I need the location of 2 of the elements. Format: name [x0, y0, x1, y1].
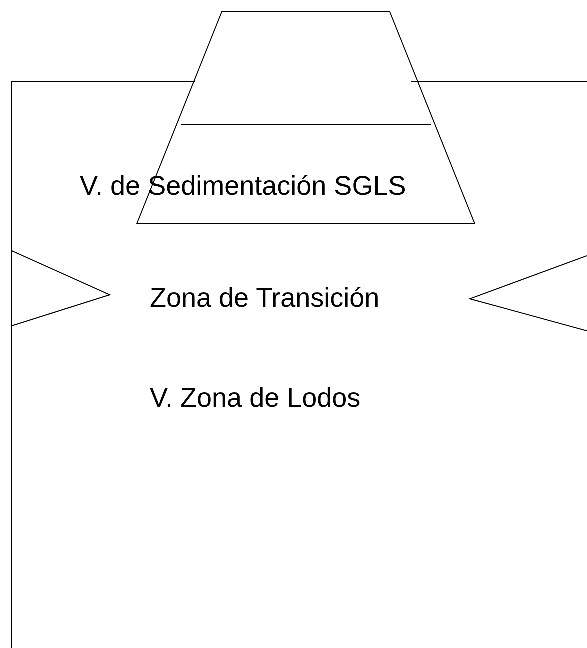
zone-label: Zona de Transición [150, 282, 380, 314]
zone-label: V. Zona de Lodos [150, 382, 361, 414]
